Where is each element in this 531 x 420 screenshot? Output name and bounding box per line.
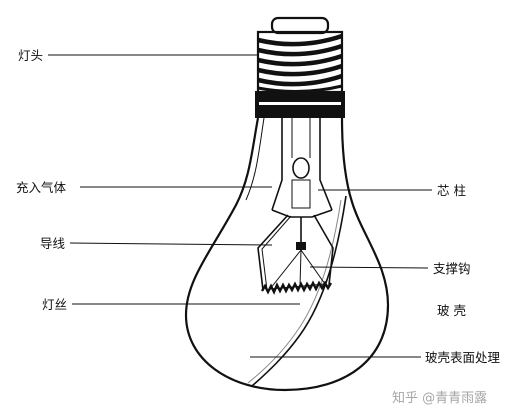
screw-thread <box>257 53 343 67</box>
collar-stripe <box>259 102 341 105</box>
lead-wire-right <box>313 214 334 286</box>
label-cap: 灯头 <box>18 48 43 63</box>
stem <box>271 118 333 218</box>
lead-wire-left <box>257 214 289 291</box>
label-filament: 灯丝 <box>42 297 67 312</box>
glass-inner-line <box>245 117 265 201</box>
surface-treatment-curve-inner <box>247 199 342 384</box>
stem-inner <box>291 179 311 209</box>
support-bead <box>296 242 306 250</box>
support-hooks <box>269 249 326 290</box>
screw-thread <box>257 63 343 77</box>
screw-thread <box>257 43 343 57</box>
label-support-hook: 支撑钩 <box>433 261 471 276</box>
label-gas: 充入气体 <box>16 180 67 195</box>
stem-press <box>271 209 333 218</box>
watermark: 知乎 @青青雨露 <box>392 390 487 406</box>
surface-treatment-curve <box>251 195 347 387</box>
stem-outer <box>271 118 333 211</box>
screw-base <box>256 30 344 94</box>
base-collar <box>255 91 345 118</box>
label-bulb-glass: 玻 壳 <box>437 303 466 318</box>
leader-support-hook <box>309 266 429 269</box>
glass-bulb-outline <box>184 117 390 392</box>
label-stem: 芯 柱 <box>437 183 466 198</box>
screw-thread <box>257 84 343 94</box>
leader-lead-wire <box>69 242 273 246</box>
filament-coil <box>260 280 333 295</box>
lead-wire-left-2 <box>261 215 292 291</box>
label-lead-wire: 导线 <box>40 236 66 251</box>
screw-thread <box>257 33 343 47</box>
exhaust-tube <box>291 118 311 158</box>
screw-thread <box>257 73 343 87</box>
base-contact <box>270 16 330 35</box>
label-surface-treatment: 玻壳表面处理 <box>425 350 501 365</box>
stem-bead <box>292 157 310 179</box>
